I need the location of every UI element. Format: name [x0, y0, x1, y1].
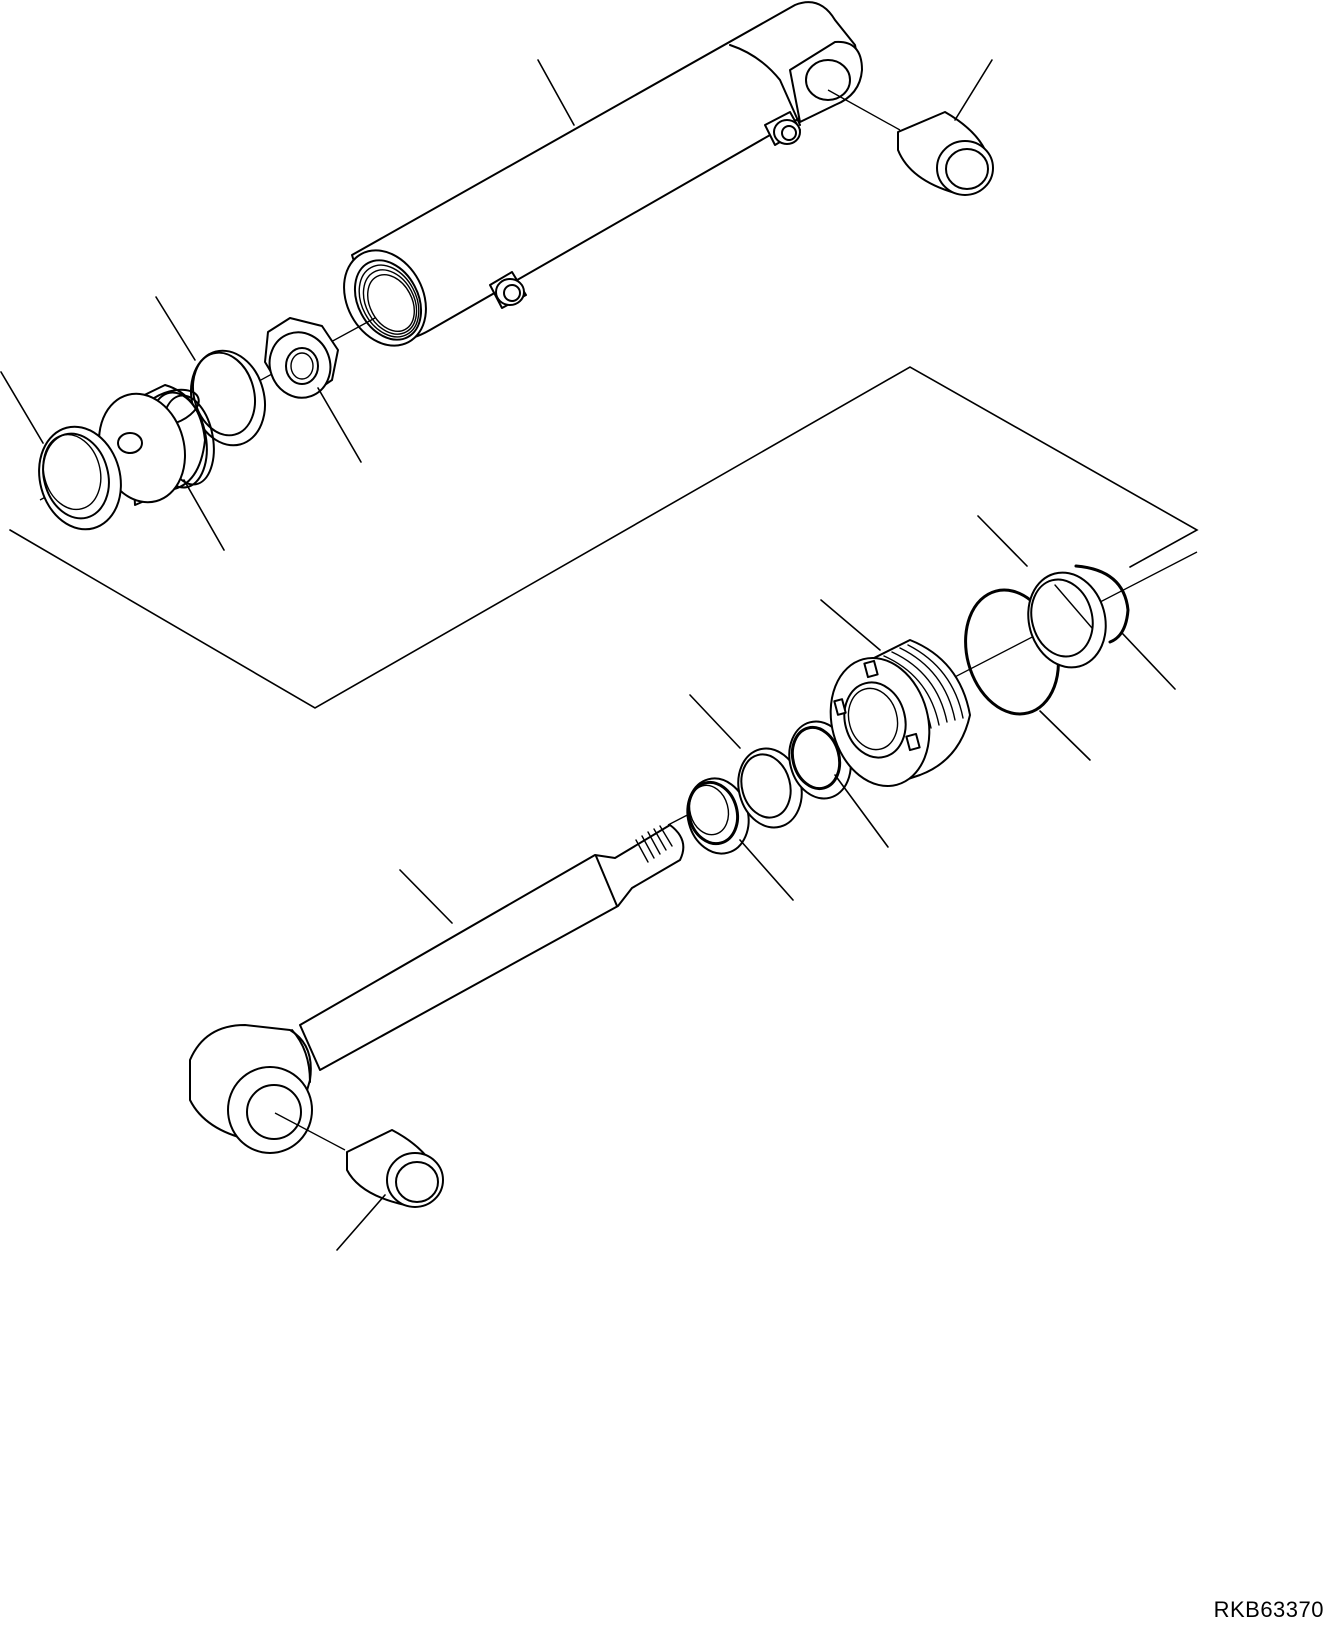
bushing-top: [897, 111, 994, 196]
group-bracket: [9, 366, 1199, 709]
cylinder-tube: [343, 1, 863, 347]
cylinder-head: [829, 639, 971, 788]
leader-lines-top: [0, 59, 993, 551]
piston-seal-left: [38, 425, 122, 531]
snap-ring: [1074, 564, 1130, 644]
port-fitting-lower: [489, 271, 527, 309]
dust-seal: [686, 777, 750, 855]
axis-top-eye: [827, 89, 901, 131]
port-fitting-upper: [764, 111, 801, 146]
backup-ring: [1027, 571, 1107, 669]
leader-lines-bottom: [336, 515, 1176, 1251]
piston-rod: [189, 824, 685, 1154]
bushing-bottom: [346, 1129, 444, 1208]
figure-code: RKB63370: [1213, 1597, 1324, 1622]
hex-nut: [264, 317, 339, 399]
